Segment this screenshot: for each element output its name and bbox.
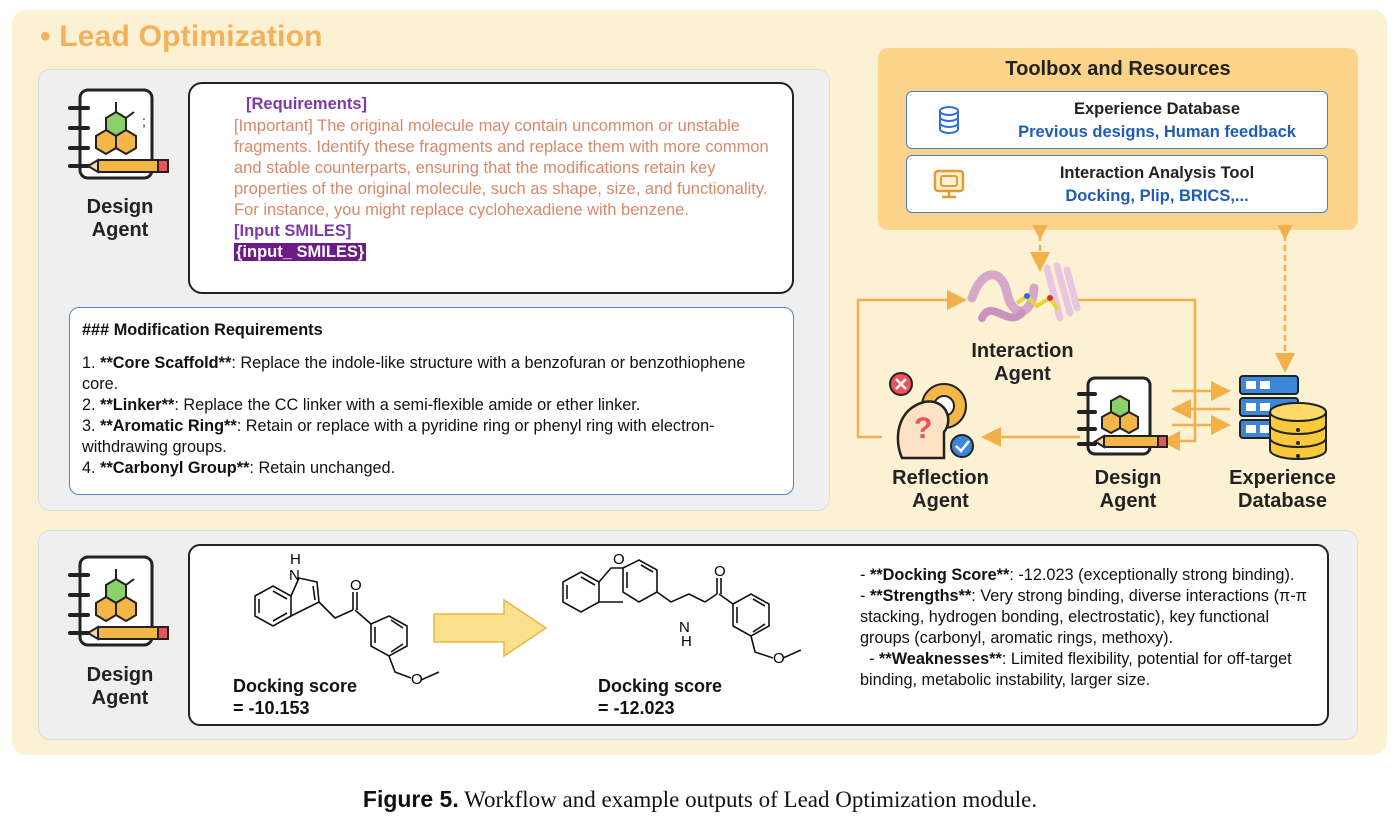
reflection-agent-icon: ? [889, 372, 974, 460]
design-agent-icon [68, 555, 169, 647]
modification-item: 1. **Core Scaffold**: Replace the indole… [82, 354, 746, 393]
atom-h-label: H [681, 633, 692, 650]
svg-text:;: ; [142, 113, 146, 129]
result-box [188, 544, 1329, 726]
analysis-text: - **Docking Score**: -12.023 (exceptiona… [860, 565, 1320, 691]
atom-o-label: O [613, 551, 625, 568]
caption-text: Workflow and example outputs of Lead Opt… [458, 787, 1038, 812]
modification-item: 4. **Carbonyl Group**: Retain unchanged. [82, 459, 396, 477]
agent-label-line2: Agent [912, 490, 969, 512]
database-icon [939, 106, 959, 134]
tool-detail: Docking, Plip, BRICS,... [1065, 187, 1249, 205]
analysis-item: - **Strengths**: Very strong binding, di… [860, 587, 1307, 647]
design-agent-icon [1077, 376, 1168, 456]
design-agent-icon: ; [68, 88, 169, 180]
agent-label-line1: Experience [1229, 467, 1336, 489]
input-smiles-label: [Input SMILES] [234, 222, 352, 240]
atom-o-label: O [411, 671, 423, 688]
figure-caption: Figure 5. Workflow and example outputs o… [0, 786, 1400, 813]
docking-score-value: = -10.153 [233, 698, 310, 718]
tool-interaction-analysis: Interaction Analysis Tool Docking, Plip,… [906, 155, 1328, 213]
input-smiles-placeholder: {input_ SMILES} [234, 243, 367, 261]
experience-database-label: Experience Database [1220, 467, 1345, 513]
tool-name: Interaction Analysis Tool [1059, 164, 1255, 182]
modification-item: 2. **Linker**: Replace the CC linker wit… [82, 396, 641, 414]
optimized-docking-score: Docking score = -12.023 [598, 675, 722, 719]
protein-structure-icon [967, 262, 1081, 322]
atom-o-label: O [773, 650, 785, 667]
question-mark-icon: ? [914, 412, 932, 445]
arrow-interaction-to-design [1075, 298, 1197, 451]
monitor-icon [933, 169, 965, 199]
original-molecule-structure: H N O O [254, 551, 440, 688]
caption-label: Figure 5. [362, 786, 459, 812]
agent-label-line1: Design [1094, 467, 1162, 489]
agent-label-line2: Agent [91, 687, 149, 709]
agent-label-line2: Agent [994, 363, 1051, 385]
requirements-label: [Requirements] [246, 95, 368, 113]
interaction-agent-label: Interaction Agent [960, 340, 1085, 386]
transform-arrow-icon [433, 598, 548, 658]
modification-requirements-box: ### Modification Requirements 1. **Core … [69, 307, 794, 495]
design-agent-label-right: Design Agent [1078, 467, 1178, 513]
design-agent-label: Design Agent [70, 196, 170, 242]
toolbox-panel: Toolbox and Resources Experience Databas… [878, 48, 1358, 230]
reflection-agent-label: Reflection Agent [878, 467, 1003, 513]
original-docking-score: Docking score = -10.153 [233, 675, 357, 719]
tool-name: Experience Database [1073, 100, 1240, 118]
atom-h-label: H [290, 551, 301, 568]
important-text: [Important] The original molecule may co… [234, 117, 769, 219]
optimized-molecule-structure: O N H O O [562, 551, 802, 667]
analysis-item: - **Weaknesses**: Limited flexibility, p… [860, 650, 1297, 689]
modification-item: 3. **Aromatic Ring**: Retain or replace … [82, 417, 715, 456]
agent-label-line1: Design [86, 664, 154, 686]
prompt-template-box: [Requirements] [Important] The original … [188, 82, 794, 294]
atom-n-label: N [679, 619, 690, 636]
arrow-reflection-to-interaction [856, 290, 967, 439]
atom-o-label: O [714, 563, 726, 580]
agent-label-line2: Agent [91, 219, 149, 241]
workflow-arrows [856, 225, 1295, 451]
docking-score-label: Docking score [598, 676, 723, 696]
analysis-item: - **Docking Score**: -12.023 (exceptiona… [860, 566, 1295, 584]
docking-score-label: Docking score [233, 676, 358, 696]
agent-label-line1: Design [86, 196, 154, 218]
docking-score-value: = -12.023 [598, 698, 675, 718]
agent-label-line1: Interaction [971, 340, 1074, 362]
experience-database-icon [1239, 375, 1327, 460]
atom-n-label: N [289, 567, 300, 584]
modification-title: ### Modification Requirements [82, 321, 323, 339]
agent-label-line2: Database [1238, 490, 1327, 512]
tool-detail: Previous designs, Human feedback [1018, 123, 1296, 141]
section-title: • Lead Optimization [40, 20, 323, 53]
tool-experience-database: Experience Database Previous designs, Hu… [906, 91, 1328, 149]
agent-label-line2: Agent [1099, 490, 1157, 512]
agent-label-line1: Reflection [892, 467, 989, 489]
toolbox-title: Toolbox and Resources [1005, 58, 1231, 80]
design-agent-label-bottom: Design Agent [70, 664, 170, 710]
atom-o-label: O [350, 577, 362, 594]
